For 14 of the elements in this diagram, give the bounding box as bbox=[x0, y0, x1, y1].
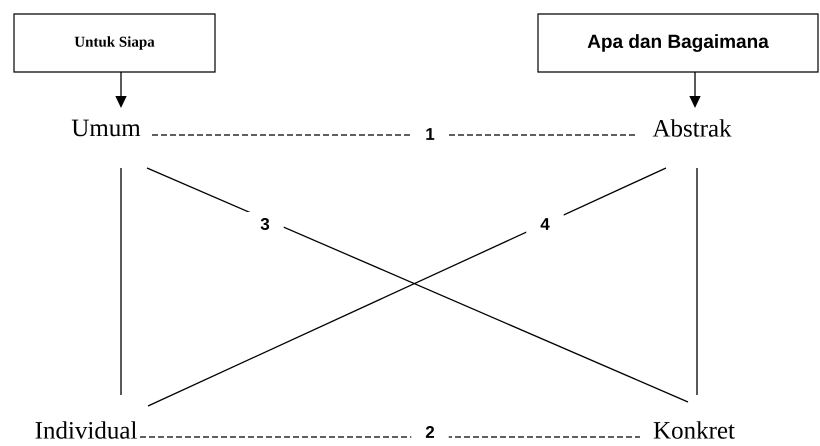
heading-box: Apa dan Bagaimana bbox=[537, 13, 819, 73]
edge-label: 2 bbox=[411, 420, 449, 444]
edge-label: 4 bbox=[526, 212, 564, 236]
term-label: Individual bbox=[36, 421, 137, 439]
term-label: Abstrak bbox=[652, 119, 732, 137]
connector-line bbox=[152, 134, 636, 136]
heading-box: Untuk Siapa bbox=[13, 13, 216, 73]
connector-line bbox=[140, 436, 640, 438]
term-label: Konkret bbox=[654, 421, 735, 439]
edge-label: 3 bbox=[246, 212, 284, 236]
connector-line bbox=[120, 168, 122, 395]
term-label: Umum bbox=[72, 120, 140, 136]
edge-label: 1 bbox=[411, 122, 449, 146]
connector-line bbox=[696, 168, 698, 395]
